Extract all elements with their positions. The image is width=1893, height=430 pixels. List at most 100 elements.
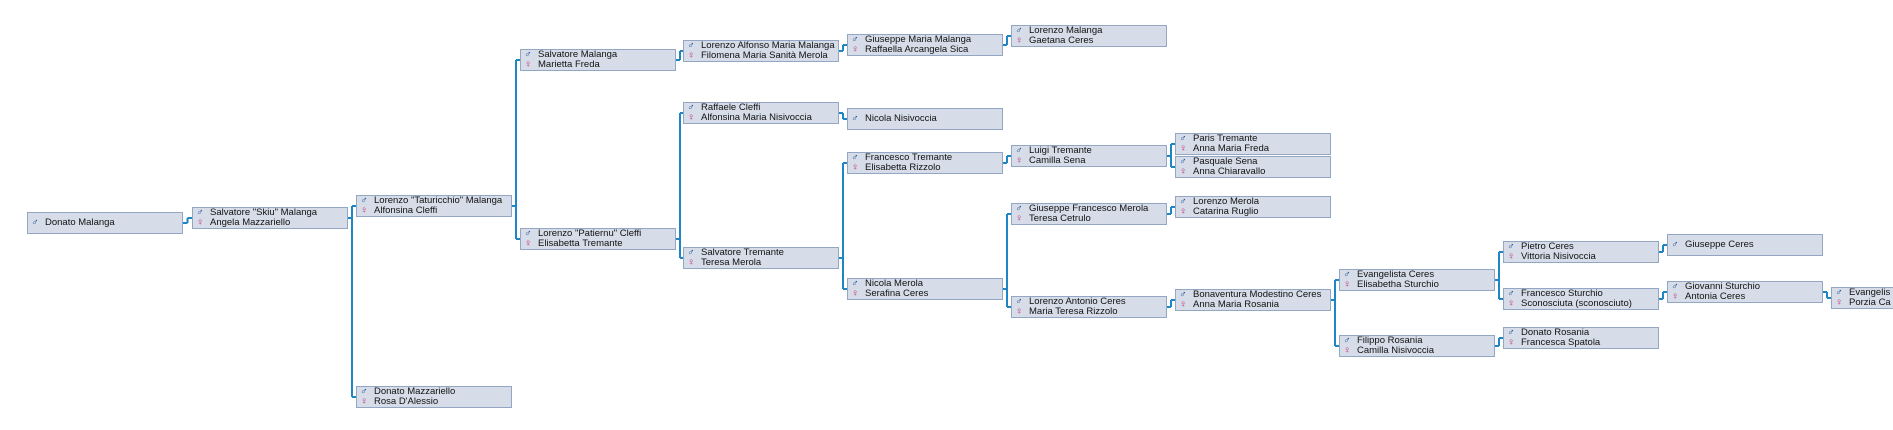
female-name: Rosa D'Alessio [374, 396, 439, 407]
male-name: Salvatore "Skiu" Malanga [210, 207, 318, 218]
female-icon: ♀ [524, 238, 532, 249]
person-box-donato[interactable]: ♂Donato Malanga [27, 212, 183, 234]
female-row: ♀Elisabetta Rizzolo [850, 163, 940, 173]
male-row: ♂Evangelis [1834, 288, 1890, 298]
male-icon: ♂ [1343, 335, 1351, 346]
male-icon: ♂ [524, 228, 532, 239]
person-box-evangelista[interactable]: ♂ Evangelista Ceres♀Elisabetha Sturchio [1339, 269, 1495, 291]
female-name: Camilla Nisivoccia [1357, 345, 1435, 356]
female-name: Anna Maria Rosania [1193, 299, 1280, 310]
female-row: ♀Raffaella Arcangela Sica [850, 45, 968, 55]
male-icon: ♂ [1179, 289, 1187, 300]
female-icon: ♀ [1343, 279, 1351, 290]
female-name: Anna Chiaravallo [1193, 166, 1266, 177]
female-name: Serafina Ceres [865, 288, 929, 299]
female-icon: ♀ [1507, 251, 1515, 262]
person-box-francesco-sturchio[interactable]: ♂Francesco Sturchio♀Sconosciuta (sconosc… [1503, 288, 1659, 310]
female-name: Camilla Sena [1029, 155, 1086, 166]
male-name: Pietro Ceres [1521, 241, 1574, 252]
female-name: Teresa Cetrulo [1029, 213, 1091, 224]
person-box-giuseppe-maria[interactable]: ♂Giuseppe Maria Malanga♀Raffaella Arcang… [847, 34, 1003, 56]
person-box-evangelis-partial[interactable]: ♂Evangelis♀Porzia Ca [1831, 287, 1893, 309]
male-row: ♂Raffaele Cleffi [686, 103, 760, 113]
male-icon: ♂ [687, 40, 695, 51]
person-box-filippo[interactable]: ♂ Filippo Rosania ♀ Camilla Nisivoccia [1339, 335, 1495, 357]
male-icon: ♂ [851, 152, 859, 163]
female-row: ♀Vittoria Nisivoccia [1506, 252, 1596, 262]
person-box-bonaventura[interactable]: ♂Bonaventura Modestino Ceres♀Anna Maria … [1175, 289, 1331, 311]
person-box-salvatore-tremante[interactable]: ♂Salvatore Tremante♀Teresa Merola [683, 247, 839, 269]
female-row: ♀Antonia Ceres [1670, 292, 1745, 302]
female-icon: ♀ [851, 44, 859, 55]
male-icon: ♂ [1507, 288, 1515, 299]
female-name: Sconosciuta (sconosciuto) [1521, 298, 1632, 309]
male-icon: ♂ [1507, 327, 1515, 338]
female-row: ♀Alfonsina Cleffi [359, 206, 437, 216]
female-icon: ♀ [851, 288, 859, 299]
female-name: Gaetana Ceres [1029, 35, 1094, 46]
male-name: Pasquale Sena [1193, 156, 1258, 167]
female-icon: ♀ [1015, 306, 1023, 317]
female-name: Francesca Spatola [1521, 337, 1601, 348]
male-icon: ♂ [1507, 241, 1515, 252]
person-box-lorenzo-antonio[interactable]: ♂Lorenzo Antonio Ceres♀Maria Teresa Rizz… [1011, 296, 1167, 318]
person-box-salvatore-skiu[interactable]: ♂ Salvatore "Skiu" Malanga ♀ Angela Mazzari… [192, 207, 348, 229]
female-row: ♀ Camilla Nisivoccia [1342, 346, 1434, 356]
person-box-raffaele-cleffi[interactable]: ♂Raffaele Cleffi♀Alfonsina Maria Nisivoc… [683, 102, 839, 124]
female-name: Maria Teresa Rizzolo [1029, 306, 1118, 317]
female-icon: ♀ [524, 59, 532, 70]
person-box-lorenzo-malanga[interactable]: ♂Lorenzo Malanga♀Gaetana Ceres [1011, 25, 1167, 47]
female-icon: ♀ [1179, 143, 1187, 154]
person-box-giuseppe-francesco[interactable]: ♂Giuseppe Francesco Merola♀Teresa Cetrul… [1011, 203, 1167, 225]
person-box-lorenzo-taturicchio[interactable]: ♂Lorenzo "Taturicchio" Malanga♀Alfonsina… [356, 195, 512, 217]
male-name: Giuseppe Maria Malanga [865, 34, 972, 45]
female-icon: ♀ [1015, 213, 1023, 224]
person-box-nicola-merola[interactable]: ♂Nicola Merola♀Serafina Ceres [847, 278, 1003, 300]
person-box-giovanni-sturchio[interactable]: ♂Giovanni Sturchio♀Antonia Ceres [1667, 281, 1823, 303]
person-box-giuseppe-ceres[interactable]: ♂Giuseppe Ceres [1667, 234, 1823, 256]
male-row: ♂Salvatore Malanga [523, 50, 617, 60]
person-box-lorenzo-alfonso[interactable]: ♂Lorenzo Alfonso Maria Malanga♀Filomena … [683, 40, 839, 62]
male-icon: ♂ [851, 113, 859, 124]
female-icon: ♀ [1015, 35, 1023, 46]
female-icon: ♀ [196, 217, 204, 228]
female-row: ♀Camilla Sena [1014, 155, 1086, 166]
male-icon: ♂ [1671, 281, 1679, 292]
female-icon: ♀ [1343, 345, 1351, 356]
male-name: Donato Rosania [1521, 327, 1590, 338]
male-icon: ♂ [1179, 196, 1187, 207]
person-box-lorenzo-patiernu[interactable]: ♂Lorenzo "Patiernu" Cleffi♀Elisabetta Tr… [520, 228, 676, 250]
male-row: ♂Donato Mazzariello [359, 387, 455, 397]
female-row: ♀ Sconosciuta (sconosciuto) [1506, 299, 1632, 309]
female-icon: ♀ [1179, 299, 1187, 310]
person-box-paris-tremante[interactable]: ♂Paris Tremante♀Anna Maria Freda [1175, 133, 1331, 155]
male-name: Filippo Rosania [1357, 335, 1423, 346]
person-box-pietro[interactable]: ♂ Pietro Ceres♀Vittoria Nisivoccia [1503, 241, 1659, 263]
female-row: ♀ Marietta Freda [523, 60, 600, 70]
person-box-donato-rosania[interactable]: ♂ Donato Rosania ♀ Francesca Spatola [1503, 327, 1659, 349]
male-icon: ♂ [1343, 269, 1351, 280]
male-row: ♂ Pietro Ceres [1506, 242, 1574, 252]
female-name: Elisabetta Tremante [538, 238, 623, 249]
person-box-francesco-tremante[interactable]: ♂Francesco Tremante♀Elisabetta Rizzolo [847, 152, 1003, 174]
person-box-donato-mazzariello[interactable]: ♂Donato Mazzariello♀Rosa D'Alessio [356, 386, 512, 408]
female-icon: ♀ [687, 257, 695, 268]
male-name: Nicola Nisivoccia [865, 113, 937, 124]
male-name: Giuseppe Francesco Merola [1029, 203, 1149, 214]
person-box-luigi-tremante[interactable]: ♂Luigi Tremante♀Camilla Sena [1011, 145, 1167, 167]
person-box-nicola-nisivoccia[interactable]: ♂ Nicola Nisivoccia [847, 108, 1003, 130]
female-row: ♀Porzia Ca [1834, 298, 1890, 308]
person-box-pasquale-sena[interactable]: ♂Pasquale Sena♀Anna Chiaravallo [1175, 156, 1331, 178]
male-icon: ♂ [196, 207, 204, 218]
male-name: Donato Malanga [45, 217, 115, 228]
person-box-lorenzo-merola[interactable]: ♂Lorenzo Merola♀Catarina Ruglio [1175, 196, 1331, 218]
female-name: Angela Mazzariello [210, 217, 291, 228]
female-name: Marietta Freda [538, 59, 600, 70]
person-box-salvatore-malanga[interactable]: ♂Salvatore Malanga♀ Marietta Freda [520, 49, 676, 71]
female-name: Alfonsina Maria Nisivoccia [701, 112, 812, 123]
female-icon: ♀ [1507, 298, 1515, 309]
female-icon: ♀ [1507, 337, 1515, 348]
male-name: Luigi Tremante [1029, 145, 1092, 156]
female-row: ♀Elisabetha Sturchio [1342, 280, 1439, 290]
male-name: Evangelista Ceres [1357, 269, 1435, 280]
